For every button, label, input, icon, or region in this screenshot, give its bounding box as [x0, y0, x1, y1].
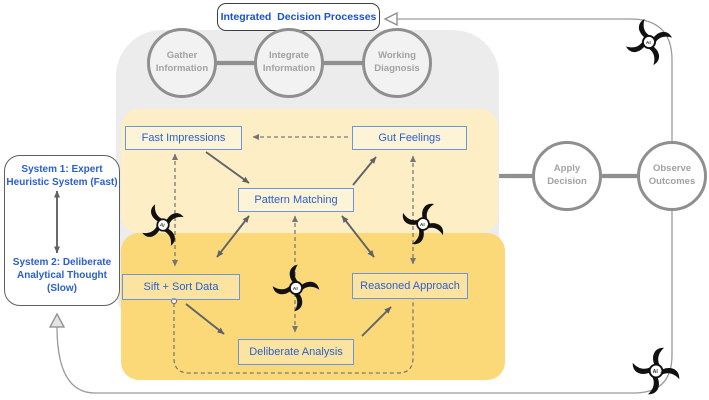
ai-swirl-feedback-top-icon: AI 3	[623, 16, 675, 68]
svg-text:AI: AI	[653, 369, 659, 375]
deliberate-analysis-box: Deliberate Analysis	[238, 339, 354, 365]
box-label: Gut Feelings	[378, 132, 441, 144]
working-diagnosis-step: Working Diagnosis	[362, 28, 432, 98]
step-label: Gather	[166, 50, 198, 62]
diagram-title: Integrated Decision Processes	[220, 11, 377, 23]
step-label: Diagnosis	[374, 63, 420, 74]
reasoned-approach-box: Reasoned Approach	[352, 273, 468, 299]
svg-text:3: 3	[653, 42, 655, 46]
system1-label: System 1: Expert Heuristic System (Fast)	[6, 164, 118, 188]
box-label: Sift + Sort Data	[143, 281, 219, 293]
gut-feelings-box: Gut Feelings	[352, 126, 467, 150]
fast-impressions-box: Fast Impressions	[125, 126, 242, 150]
step-label: Information	[155, 63, 209, 74]
integrate-information-step: Integrate Information	[254, 28, 324, 98]
box-label: Fast Impressions	[141, 132, 226, 144]
sift-sort-data-box: Sift + Sort Data	[122, 274, 240, 300]
step-label: Information	[262, 63, 316, 74]
box-label: Deliberate Analysis	[249, 346, 343, 358]
box-label: Reasoned Approach	[360, 280, 460, 292]
step-label: Apply	[553, 163, 581, 175]
svg-text:3: 3	[660, 372, 662, 376]
dual-system-legend: System 1: Expert Heuristic System (Fast)…	[4, 155, 120, 306]
apply-decision-step: Apply Decision	[532, 141, 602, 211]
open-arrowhead-left-icon	[383, 11, 398, 27]
system2-label: System 2: Deliberate Analytical Thought …	[12, 257, 112, 294]
ai-swirl-feedback-bottom-icon: AI 3	[628, 343, 684, 399]
step-label: Working	[378, 50, 416, 62]
step-label: Decision	[547, 176, 587, 187]
svg-text:AI: AI	[646, 40, 652, 46]
step-label: Integrate	[268, 50, 310, 62]
pattern-matching-box: Pattern Matching	[238, 188, 354, 212]
open-arrowhead-up-icon	[48, 312, 66, 328]
gather-information-step: Gather Information	[147, 28, 217, 98]
step-label: Outcomes	[648, 176, 696, 187]
diagram-title-box: Integrated Decision Processes	[217, 3, 380, 31]
box-label: Pattern Matching	[254, 194, 338, 206]
step-label: Observe	[652, 163, 692, 175]
observe-outcomes-step: Observe Outcomes	[637, 141, 707, 211]
